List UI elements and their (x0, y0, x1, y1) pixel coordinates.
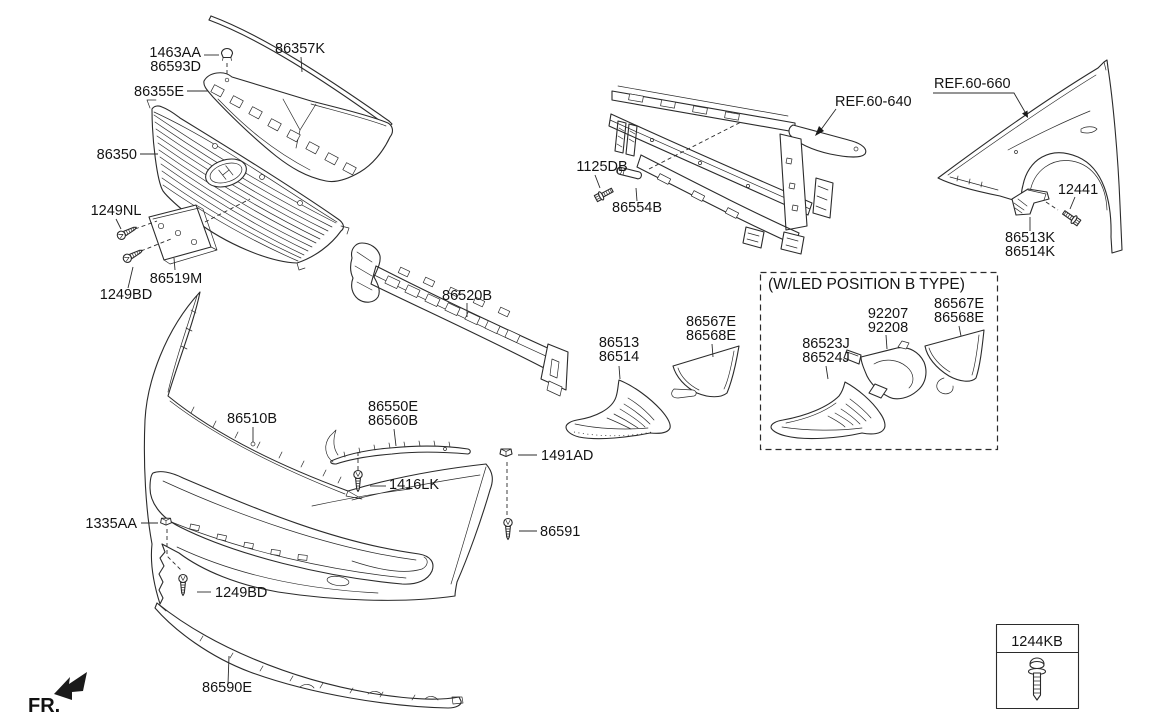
part-led-cover-86567e (924, 329, 985, 395)
callout-12441: 12441 (1058, 182, 1098, 198)
part-lip-spoiler-86590e (154, 602, 464, 709)
screw-86591 (503, 517, 513, 541)
callout-86514: 86514 (599, 349, 639, 365)
bolt-12441 (1060, 208, 1082, 228)
callout-1335aa: 1335AA (85, 516, 137, 532)
callout-1249bd-upper: 1249BD (100, 287, 152, 303)
callout-86355e: 86355E (134, 84, 184, 100)
led-box-title: (W/LED POSITION B TYPE) (768, 276, 965, 293)
callout-86560b: 86560B (368, 413, 418, 429)
callout-92208: 92208 (868, 320, 908, 336)
callout-86568e-led: 86568E (934, 310, 984, 326)
callout-86350: 86350 (97, 147, 137, 163)
inset-part-label: 1244KB (1011, 634, 1063, 650)
callout-1125db: 1125DB (576, 159, 627, 175)
screw-1249bd-lower (178, 573, 188, 597)
ref-60-640-arrowhead (815, 126, 824, 136)
callout-86519m: 86519M (150, 271, 202, 287)
part-grille-upper-cover-86355e (203, 72, 393, 183)
hyundai-logo (205, 158, 247, 188)
tow-hook-cover (326, 575, 350, 587)
callout-86520b: 86520B (442, 288, 492, 304)
callout-1416lk: 1416LK (389, 477, 439, 493)
part-led-lamp-92207 (843, 340, 927, 400)
callout-86568e: 86568E (686, 328, 736, 344)
ref-label-60-640: REF.60-640 (835, 94, 912, 110)
part-bumper-strip-86550e (325, 429, 471, 465)
door-handle-detail (1080, 126, 1098, 134)
fr-label: FR. (28, 695, 60, 717)
leader-lines (115, 54, 1076, 685)
callout-86593d: 86593D (150, 59, 201, 75)
direction-indicator: FR. (28, 672, 87, 717)
callout-86510b: 86510B (227, 411, 277, 427)
screw-1244kb (1027, 657, 1047, 701)
ref-label-60-660: REF.60-660 (934, 76, 1011, 92)
callout-1463aa: 1463AA (149, 45, 201, 61)
callout-92207: 92207 (868, 306, 908, 322)
part-bumper-cover-86510b (143, 291, 493, 605)
callout-86567e-led: 86567E (934, 296, 984, 312)
capnut-1463aa (220, 48, 234, 61)
pin-86554b (616, 166, 642, 180)
callout-86513k: 86513K (1005, 230, 1055, 246)
clip-1491ad (499, 448, 513, 458)
bumper-grille-opening (149, 471, 434, 585)
fr-arrow-icon (54, 672, 87, 700)
part-fog-bezel-86513 (565, 379, 671, 440)
fastener-inset-1244kb: 1244KB (995, 623, 1080, 710)
callout-86524j: 86524J (802, 350, 850, 366)
callout-86591: 86591 (540, 524, 580, 540)
callout-86513: 86513 (599, 335, 639, 351)
part-bracket-86513k (1011, 188, 1050, 216)
ref-60-660-arrowhead (1022, 110, 1028, 118)
part-fog-cover-86567e (671, 345, 740, 399)
callout-86554b: 86554B (612, 200, 662, 216)
part-license-bracket-86519m (148, 204, 218, 265)
grille-slats (153, 114, 337, 262)
callout-1249bd-lower: 1249BD (215, 585, 267, 601)
callout-86523j: 86523J (802, 336, 850, 352)
callout-86357k: 86357K (275, 41, 325, 57)
callout-1249nl: 1249NL (91, 203, 142, 219)
callout-1491ad: 1491AD (541, 448, 593, 464)
callout-86550e: 86550E (368, 399, 418, 415)
callout-86514k: 86514K (1005, 244, 1055, 260)
callout-86567e: 86567E (686, 314, 736, 330)
screw-1249bd-upper (121, 246, 145, 265)
part-absorber-86520b (350, 242, 569, 397)
led-option-box (759, 271, 999, 451)
part-led-bezel-86523j (770, 381, 886, 440)
callout-86590e: 86590E (202, 680, 252, 696)
part-front-end-module-ref60640 (608, 85, 867, 255)
